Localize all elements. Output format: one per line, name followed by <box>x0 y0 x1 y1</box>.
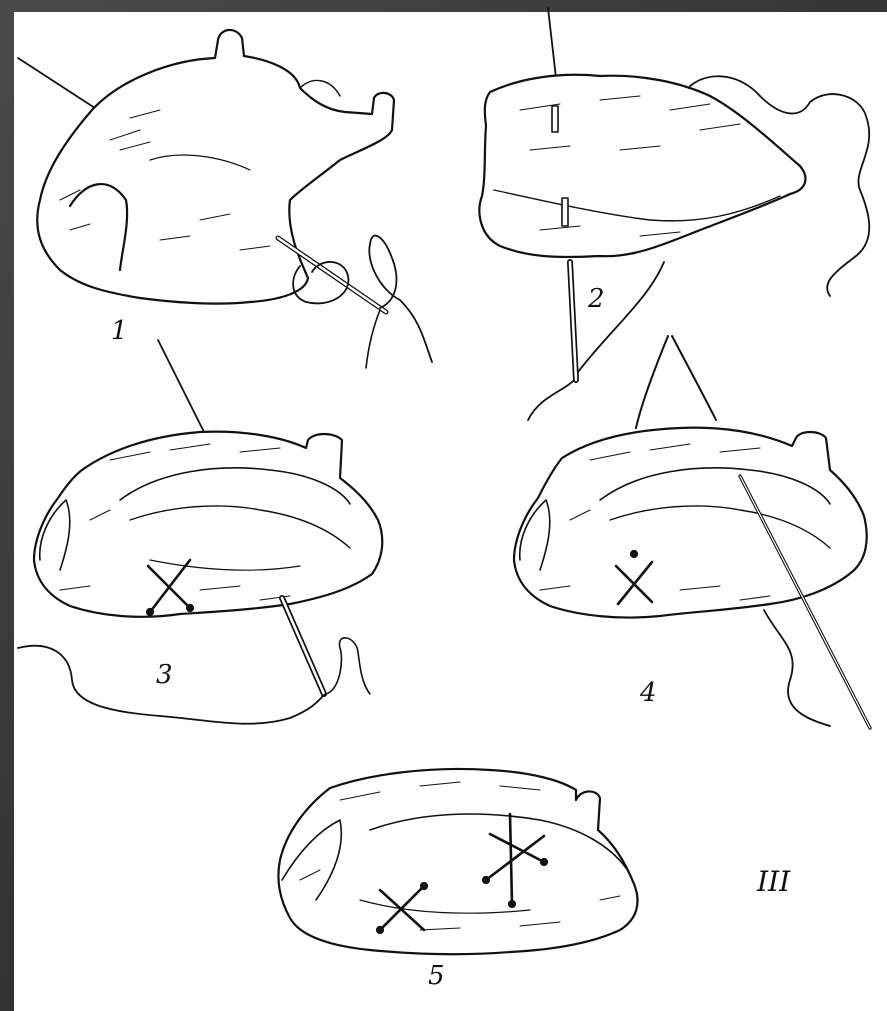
panel-5-bird <box>278 769 637 954</box>
panel-4-label: 4 <box>640 680 657 706</box>
panel-1-label: 1 <box>111 318 128 344</box>
panel-3-label: 3 <box>156 662 173 688</box>
panel-2-bird <box>479 8 869 420</box>
panel-2-label: 2 <box>588 286 605 312</box>
panel-1-bird <box>18 30 432 368</box>
panel-4-bird <box>514 336 870 728</box>
panel-3-bird <box>18 340 382 724</box>
panel-5-label: 5 <box>428 963 445 989</box>
section-roman-label: III <box>757 868 790 896</box>
